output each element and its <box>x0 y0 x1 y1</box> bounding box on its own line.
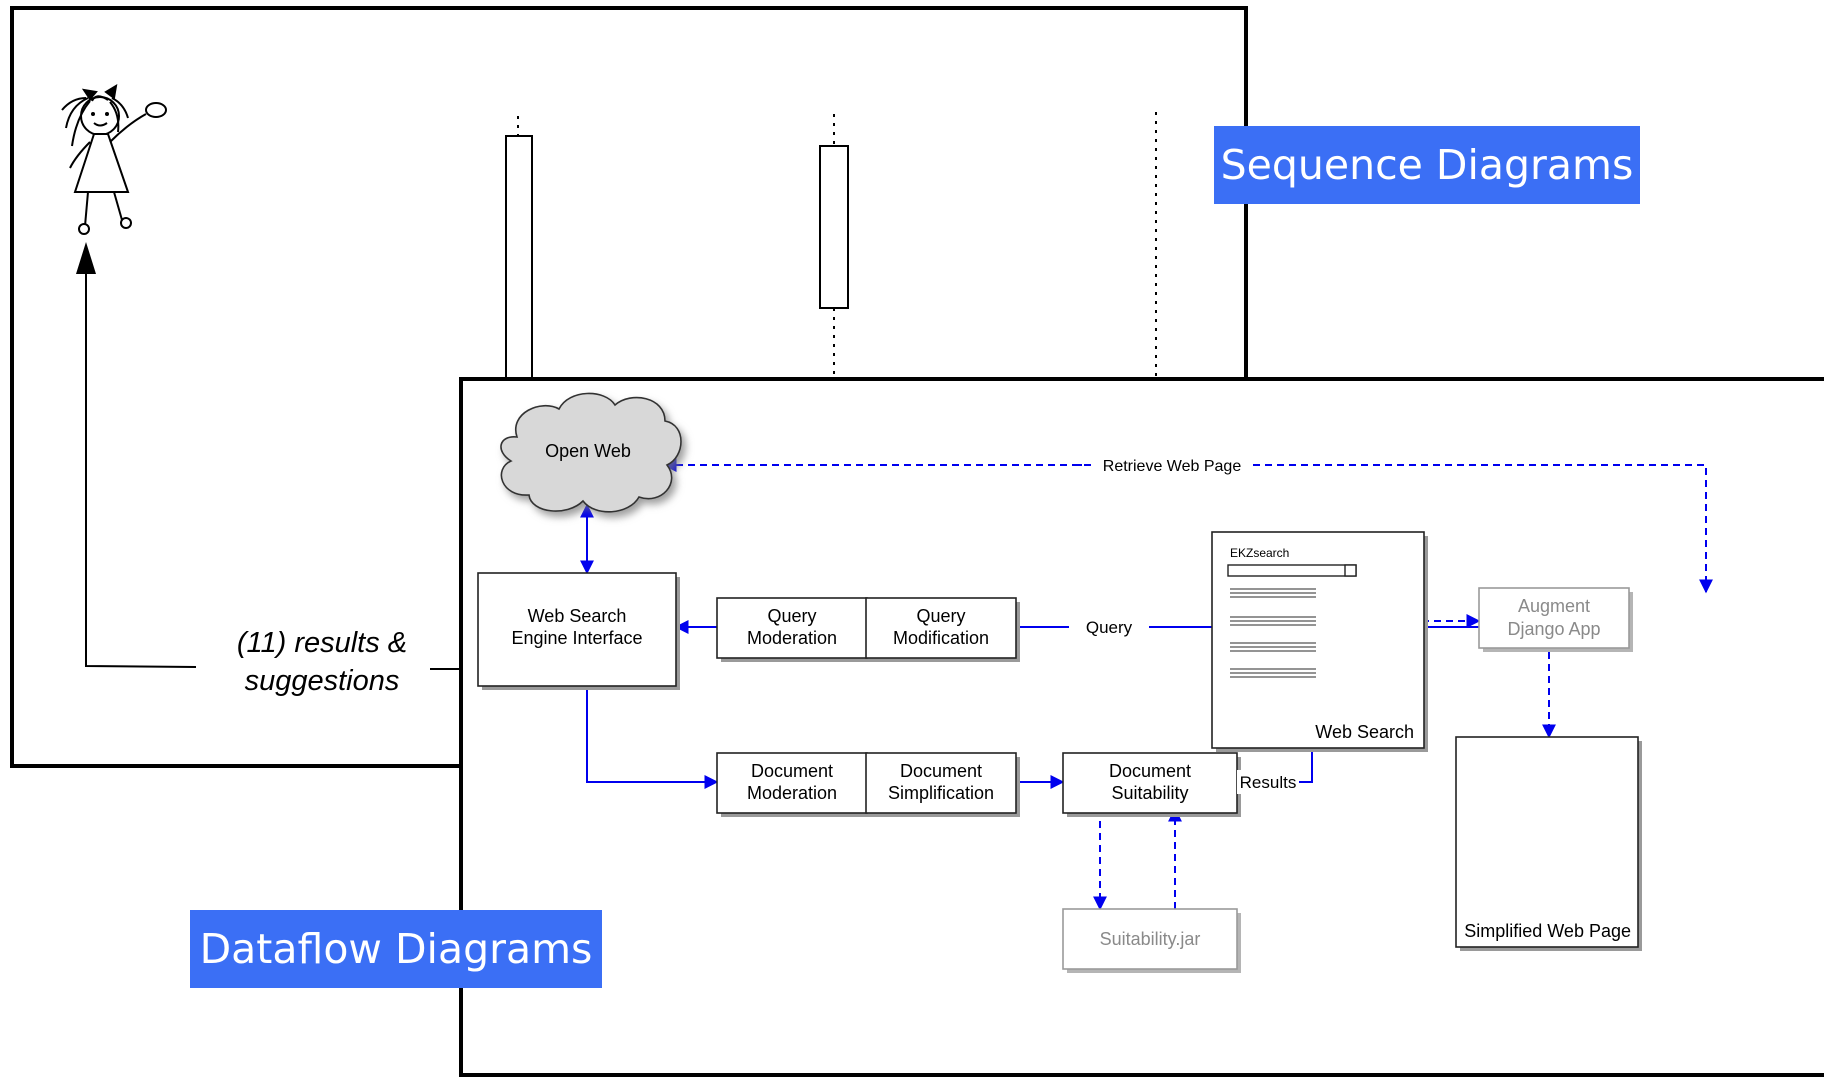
actor-figure <box>61 84 167 235</box>
query-moderation-box: Query Moderation <box>716 597 871 662</box>
dataflow-diagram-canvas: Open Web Retrieve Web Page Web Search En… <box>477 392 1824 973</box>
document-simplification-box: Document Simplification <box>865 752 1020 817</box>
svg-text:Document: Document <box>751 761 833 781</box>
svg-text:Simplification: Simplification <box>888 783 994 803</box>
message-line-2: suggestions <box>244 665 400 697</box>
web-search-engine-interface-box: Web Search Engine Interface <box>477 572 680 690</box>
simplified-web-page-box: Simplified Web Page <box>1455 736 1642 951</box>
retrieve-label-bg <box>1091 453 1253 477</box>
web-search-caption: Web Search <box>1315 722 1414 742</box>
svg-text:Suitability: Suitability <box>1111 783 1188 803</box>
sequence-message-label: (11) results & suggestions <box>192 624 452 700</box>
svg-text:Django App: Django App <box>1507 619 1600 639</box>
search-button-mock <box>1344 564 1357 577</box>
open-web-label: Open Web <box>545 441 631 461</box>
svg-text:Document: Document <box>900 761 982 781</box>
web-search-page-box: EKZsearch Web Search <box>1211 531 1428 752</box>
svg-text:Web Search: Web Search <box>528 606 627 626</box>
retrieve-web-page-label: Retrieve Web Page <box>1103 458 1242 475</box>
svg-text:Document: Document <box>1109 761 1191 781</box>
svg-text:Moderation: Moderation <box>747 783 837 803</box>
ekzsearch-brand: EKZsearch <box>1230 546 1289 560</box>
dataflow-diagrams-badge: Dataflow Diagrams <box>190 910 602 988</box>
activation-bar-2 <box>819 145 849 309</box>
edge-retrieve-web-page-path <box>664 465 1706 592</box>
query-modification-box: Query Modification <box>865 597 1020 662</box>
dataflow-diagram-frame: Open Web Retrieve Web Page Web Search En… <box>459 377 1824 1077</box>
results-label-bg <box>1237 770 1299 794</box>
simplified-web-page-caption: Simplified Web Page <box>1464 921 1631 941</box>
svg-text:Query: Query <box>916 606 965 626</box>
search-result-lines <box>1230 588 1316 678</box>
suitability-jar-box: Suitability.jar <box>1062 908 1241 973</box>
document-suitability-box: Document Suitability <box>1062 752 1241 817</box>
svg-text:Moderation: Moderation <box>747 628 837 648</box>
sequence-diagrams-badge: Sequence Diagrams <box>1214 126 1640 204</box>
results-edge-label: Results <box>1240 773 1297 792</box>
svg-text:Modification: Modification <box>893 628 989 648</box>
return-arrowhead <box>76 242 96 274</box>
svg-text:Query: Query <box>767 606 816 626</box>
svg-text:Suitability.jar: Suitability.jar <box>1100 929 1201 949</box>
query-label-bg <box>1069 615 1149 639</box>
open-web-cloud <box>500 392 682 513</box>
search-bar-mock <box>1227 564 1357 577</box>
return-message-line <box>85 272 197 668</box>
edge-engine-to-doc-moderation <box>586 677 719 789</box>
message-line-1: (11) results & <box>236 627 408 659</box>
query-edge-label: Query <box>1086 618 1133 637</box>
svg-text:Augment: Augment <box>1518 596 1590 616</box>
augment-django-app-box: Augment Django App <box>1478 587 1633 652</box>
svg-text:Engine Interface: Engine Interface <box>511 628 642 648</box>
document-moderation-box: Document Moderation <box>716 752 871 817</box>
